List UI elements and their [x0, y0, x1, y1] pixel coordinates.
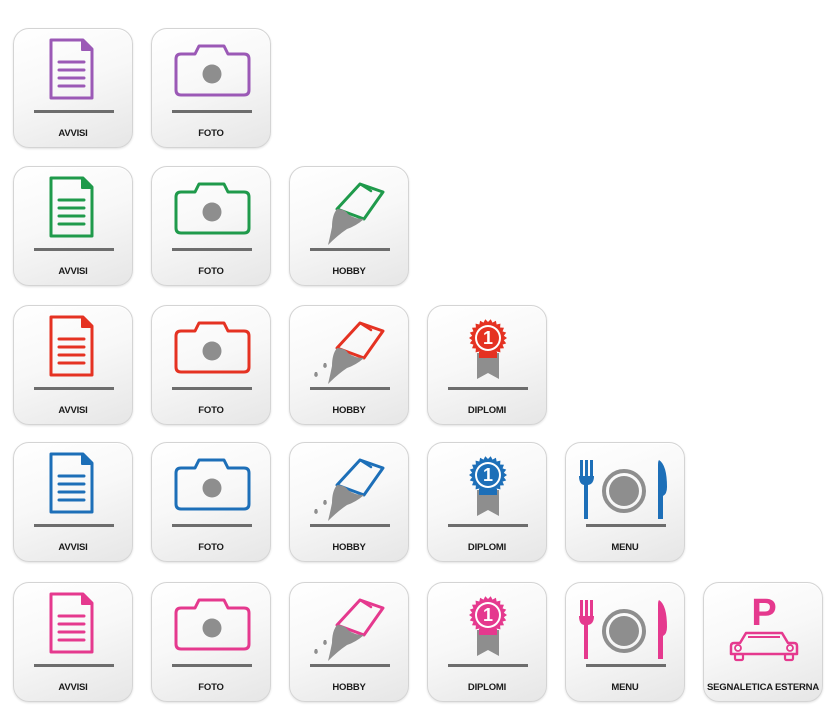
tile-label: FOTO	[198, 128, 224, 139]
document-icon	[34, 452, 114, 527]
tile-label: FOTO	[198, 266, 224, 277]
tile-menu[interactable]: MENU	[565, 442, 685, 562]
parking-letter: P	[751, 592, 776, 634]
tile-label: AVVISI	[58, 128, 88, 139]
tile-foto[interactable]: FOTO	[151, 166, 271, 286]
underline-bar	[172, 524, 252, 527]
tile-label: SEGNALETICA ESTERNA	[707, 682, 819, 693]
document-icon	[34, 315, 114, 390]
underline-bar	[34, 248, 114, 251]
tile-label: FOTO	[198, 405, 224, 416]
fork-plate-knife-icon	[579, 460, 667, 527]
paintbrush-icon	[310, 321, 390, 390]
underline-bar	[34, 524, 114, 527]
tile-label: HOBBY	[332, 405, 366, 416]
tile-foto[interactable]: FOTO	[151, 305, 271, 425]
fork-plate-knife-icon	[579, 600, 667, 667]
tile-hobby[interactable]: HOBBY	[289, 166, 409, 286]
tile-hobby[interactable]: HOBBY	[289, 582, 409, 702]
underline-bar	[448, 524, 528, 527]
tile-label: AVVISI	[58, 266, 88, 277]
paintbrush-icon	[310, 598, 390, 667]
award-ribbon-icon: 1	[448, 456, 528, 527]
underline-bar	[310, 524, 390, 527]
tile-label: MENU	[611, 682, 639, 693]
camera-icon	[172, 321, 252, 390]
tile-label: MENU	[611, 542, 639, 553]
tile-label: HOBBY	[332, 542, 366, 553]
tile-label: AVVISI	[58, 405, 88, 416]
camera-icon	[172, 598, 252, 667]
parking-car-icon: P	[729, 592, 799, 662]
camera-icon	[172, 44, 252, 113]
tile-label: DIPLOMI	[467, 542, 507, 553]
tile-label: DIPLOMI	[467, 682, 507, 693]
award-number: 1	[483, 328, 493, 348]
underline-bar	[172, 248, 252, 251]
tile-menu[interactable]: MENU	[565, 582, 685, 702]
underline-bar	[34, 387, 114, 390]
tile-avvisi[interactable]: AVVISI	[13, 442, 133, 562]
tile-diplomi[interactable]: 1 DIPLOMI	[427, 442, 547, 562]
underline-bar	[586, 664, 666, 667]
award-ribbon-icon: 1	[448, 319, 528, 390]
tile-segnaletica-esterna[interactable]: P SEGNALETICA ESTERNA	[703, 582, 823, 702]
underline-bar	[172, 110, 252, 113]
tile-avvisi[interactable]: AVVISI	[13, 166, 133, 286]
underline-bar	[34, 664, 114, 667]
document-icon	[34, 38, 114, 113]
document-icon	[34, 176, 114, 251]
award-number: 1	[483, 605, 493, 625]
camera-icon	[172, 182, 252, 251]
tile-foto[interactable]: FOTO	[151, 442, 271, 562]
tile-label: FOTO	[198, 682, 224, 693]
award-ribbon-icon: 1	[448, 596, 528, 667]
tile-avvisi[interactable]: AVVISI	[13, 582, 133, 702]
underline-bar	[172, 664, 252, 667]
underline-bar	[310, 664, 390, 667]
tile-label: HOBBY	[332, 682, 366, 693]
tile-avvisi[interactable]: AVVISI	[13, 28, 133, 148]
award-number: 1	[483, 465, 493, 485]
tile-label: FOTO	[198, 542, 224, 553]
tile-hobby[interactable]: HOBBY	[289, 442, 409, 562]
underline-bar	[448, 387, 528, 390]
underline-bar	[310, 387, 390, 390]
underline-bar	[172, 387, 252, 390]
tile-label: AVVISI	[58, 682, 88, 693]
tile-diplomi[interactable]: 1 DIPLOMI	[427, 582, 547, 702]
tile-foto[interactable]: FOTO	[151, 582, 271, 702]
tile-label: AVVISI	[58, 542, 88, 553]
paintbrush-icon	[310, 458, 390, 527]
underline-bar	[448, 664, 528, 667]
camera-icon	[172, 458, 252, 527]
document-icon	[34, 592, 114, 667]
underline-bar	[586, 524, 666, 527]
underline-bar	[34, 110, 114, 113]
tile-foto[interactable]: FOTO	[151, 28, 271, 148]
tile-label: HOBBY	[332, 266, 366, 277]
tile-label: DIPLOMI	[467, 405, 507, 416]
underline-bar	[310, 248, 390, 251]
tile-hobby[interactable]: HOBBY	[289, 305, 409, 425]
tile-avvisi[interactable]: AVVISI	[13, 305, 133, 425]
paintbrush-icon	[310, 182, 390, 251]
tile-diplomi[interactable]: 1 DIPLOMI	[427, 305, 547, 425]
